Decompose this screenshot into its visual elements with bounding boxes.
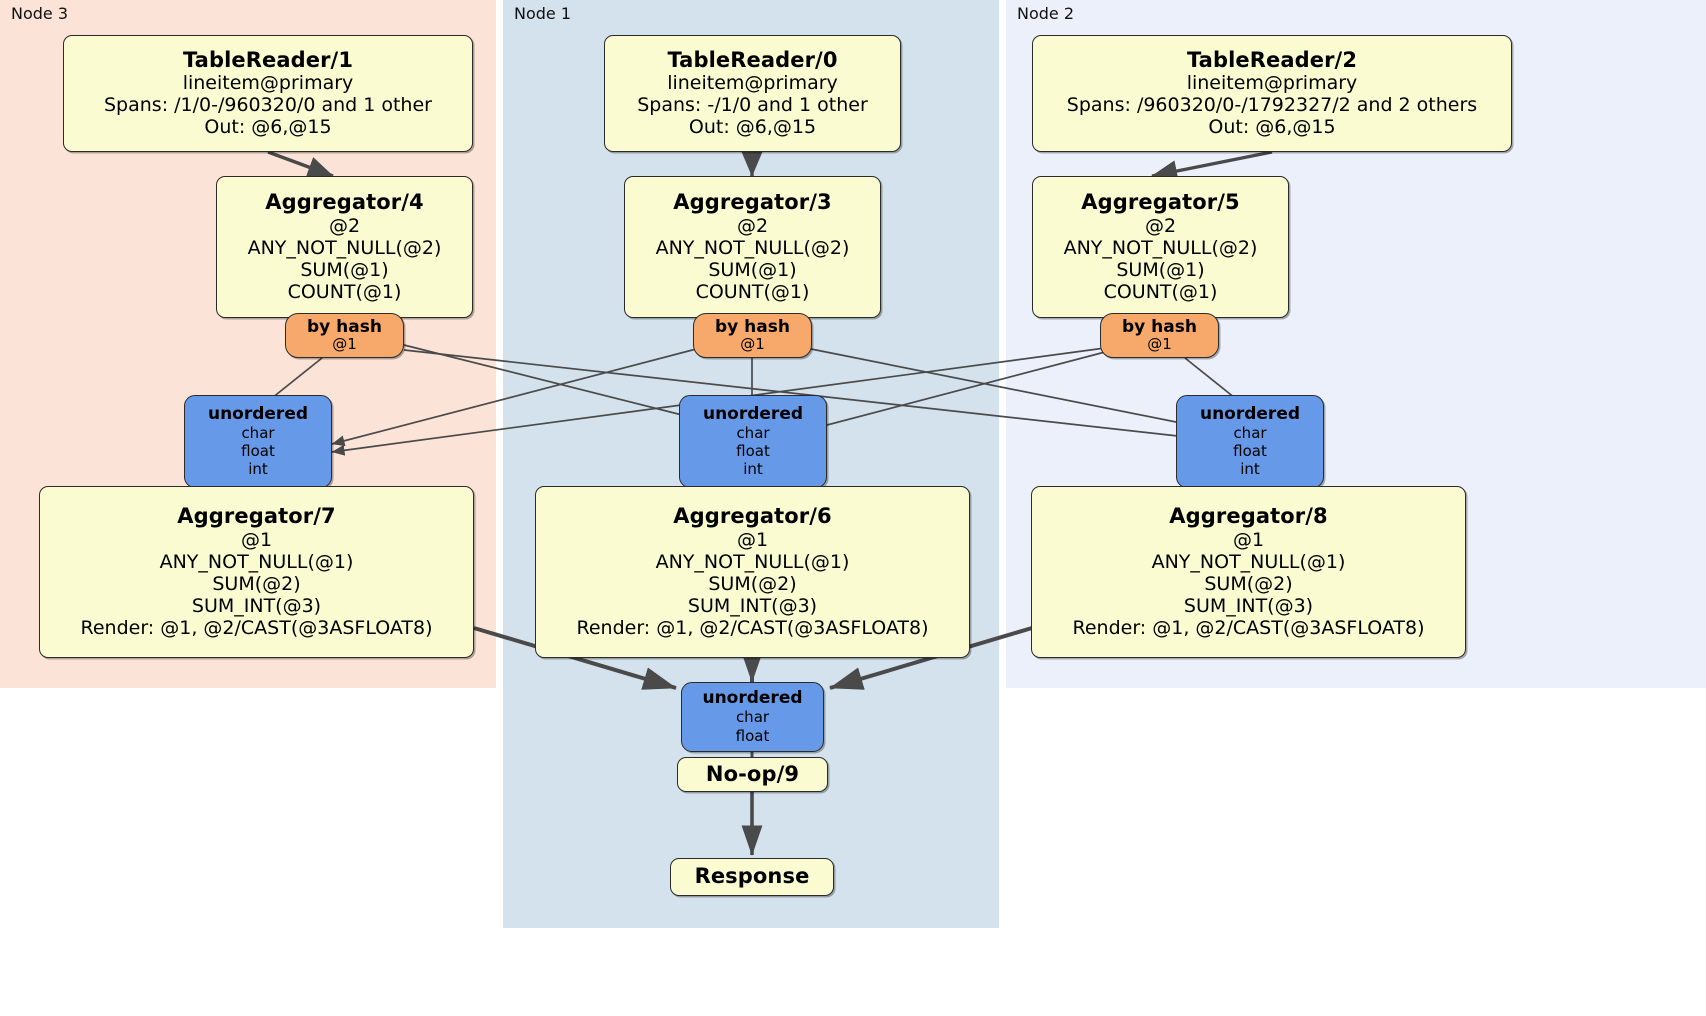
synchronizer-unordered-right[interactable]: unordered char float int bbox=[1176, 395, 1324, 488]
processor-tablereader-2[interactable]: TableReader/2 lineitem@primary Spans: /9… bbox=[1032, 35, 1512, 152]
processor-tablereader-1[interactable]: TableReader/1 lineitem@primary Spans: /1… bbox=[63, 35, 473, 152]
processor-line: Out: @6,@15 bbox=[1208, 116, 1336, 139]
processor-title: Aggregator/3 bbox=[673, 190, 832, 215]
processor-line: SUM(@2) bbox=[708, 572, 797, 595]
processor-line: ANY_NOT_NULL(@2) bbox=[1063, 236, 1258, 259]
synchronizer-line: float bbox=[736, 441, 770, 460]
processor-line: COUNT(@1) bbox=[695, 280, 810, 303]
processor-line: SUM_INT(@3) bbox=[1183, 594, 1314, 617]
processor-line: @2 bbox=[736, 214, 769, 237]
processor-line: Render: @1, @2/CAST(@3ASFLOAT8) bbox=[1072, 616, 1425, 639]
router-by-hash-center[interactable]: by hash @1 bbox=[693, 313, 812, 358]
synchronizer-line: float bbox=[1233, 441, 1267, 460]
processor-title: Aggregator/6 bbox=[673, 504, 832, 529]
processor-title: Response bbox=[694, 864, 810, 889]
processor-line: @2 bbox=[1144, 214, 1177, 237]
processor-title: Aggregator/4 bbox=[265, 190, 424, 215]
processor-aggregator-8[interactable]: Aggregator/8 @1 ANY_NOT_NULL(@1) SUM(@2)… bbox=[1031, 486, 1466, 658]
synchronizer-line: char bbox=[736, 423, 770, 442]
synchronizer-unordered-final[interactable]: unordered char float bbox=[681, 682, 824, 752]
node-label-node1: Node 1 bbox=[514, 4, 572, 23]
processor-line: ANY_NOT_NULL(@1) bbox=[655, 550, 850, 573]
router-by-hash-right[interactable]: by hash @1 bbox=[1100, 313, 1219, 358]
synchronizer-line: char bbox=[241, 423, 275, 442]
processor-line: Spans: /1/0-/960320/0 and 1 other bbox=[104, 94, 432, 117]
processor-line: COUNT(@1) bbox=[1103, 280, 1218, 303]
processor-title: Aggregator/5 bbox=[1081, 190, 1240, 215]
processor-line: ANY_NOT_NULL(@2) bbox=[247, 236, 442, 259]
processor-line: Spans: /960320/0-/1792327/2 and 2 others bbox=[1066, 94, 1478, 117]
processor-line: SUM_INT(@3) bbox=[687, 594, 818, 617]
processor-line: @2 bbox=[328, 214, 361, 237]
processor-line: SUM(@1) bbox=[300, 258, 389, 281]
processor-line: SUM_INT(@3) bbox=[191, 594, 322, 617]
synchronizer-line: float bbox=[241, 441, 275, 460]
synchronizer-line: char bbox=[735, 708, 770, 727]
node-label-node3: Node 3 bbox=[11, 4, 69, 23]
synchronizer-line: char bbox=[1233, 423, 1267, 442]
router-title: by hash bbox=[1122, 316, 1197, 337]
processor-aggregator-6[interactable]: Aggregator/6 @1 ANY_NOT_NULL(@1) SUM(@2)… bbox=[535, 486, 970, 658]
synchronizer-title: unordered bbox=[702, 403, 804, 424]
synchronizer-title: unordered bbox=[1199, 403, 1301, 424]
processor-line: Render: @1, @2/CAST(@3ASFLOAT8) bbox=[80, 616, 433, 639]
processor-line: Out: @6,@15 bbox=[688, 116, 817, 139]
processor-title: TableReader/2 bbox=[1186, 47, 1358, 72]
router-by-hash-left[interactable]: by hash @1 bbox=[285, 313, 404, 358]
processor-aggregator-3[interactable]: Aggregator/3 @2 ANY_NOT_NULL(@2) SUM(@1)… bbox=[624, 176, 881, 318]
router-line: @1 bbox=[740, 335, 765, 354]
processor-line: lineitem@primary bbox=[667, 72, 838, 95]
processor-title: Aggregator/8 bbox=[1169, 504, 1328, 529]
synchronizer-unordered-left[interactable]: unordered char float int bbox=[184, 395, 332, 488]
router-line: @1 bbox=[1147, 335, 1172, 354]
router-title: by hash bbox=[715, 316, 790, 337]
processor-line: @1 bbox=[240, 528, 273, 551]
processor-line: lineitem@primary bbox=[182, 72, 354, 95]
synchronizer-line: int bbox=[743, 460, 763, 479]
processor-line: ANY_NOT_NULL(@1) bbox=[159, 550, 354, 573]
router-line: @1 bbox=[332, 335, 357, 354]
processor-title: Aggregator/7 bbox=[177, 504, 336, 529]
processor-line: SUM(@1) bbox=[708, 258, 797, 281]
processor-tablereader-0[interactable]: TableReader/0 lineitem@primary Spans: -/… bbox=[604, 35, 901, 152]
processor-aggregator-7[interactable]: Aggregator/7 @1 ANY_NOT_NULL(@1) SUM(@2)… bbox=[39, 486, 474, 658]
processor-line: lineitem@primary bbox=[1186, 72, 1358, 95]
synchronizer-line: float bbox=[735, 726, 770, 745]
processor-line: Out: @6,@15 bbox=[204, 116, 332, 139]
synchronizer-unordered-center[interactable]: unordered char float int bbox=[679, 395, 827, 488]
processor-title: No-op/9 bbox=[705, 761, 800, 786]
node-label-node2: Node 2 bbox=[1017, 4, 1075, 23]
processor-line: ANY_NOT_NULL(@1) bbox=[1151, 550, 1346, 573]
processor-aggregator-4[interactable]: Aggregator/4 @2 ANY_NOT_NULL(@2) SUM(@1)… bbox=[216, 176, 473, 318]
processor-line: SUM(@1) bbox=[1116, 258, 1205, 281]
processor-title: TableReader/0 bbox=[667, 47, 838, 72]
processor-line: @1 bbox=[736, 528, 769, 551]
processor-noop-9[interactable]: No-op/9 bbox=[677, 757, 828, 792]
processor-line: SUM(@2) bbox=[1204, 572, 1293, 595]
synchronizer-title: unordered bbox=[702, 688, 803, 709]
synchronizer-line: int bbox=[1240, 460, 1260, 479]
processor-line: SUM(@2) bbox=[212, 572, 301, 595]
processor-line: @1 bbox=[1232, 528, 1265, 551]
processor-response[interactable]: Response bbox=[670, 858, 834, 896]
synchronizer-title: unordered bbox=[207, 403, 309, 424]
processor-line: Render: @1, @2/CAST(@3ASFLOAT8) bbox=[576, 616, 929, 639]
processor-aggregator-5[interactable]: Aggregator/5 @2 ANY_NOT_NULL(@2) SUM(@1)… bbox=[1032, 176, 1289, 318]
processor-line: COUNT(@1) bbox=[287, 280, 402, 303]
router-title: by hash bbox=[307, 316, 382, 337]
processor-title: TableReader/1 bbox=[182, 47, 354, 72]
processor-line: ANY_NOT_NULL(@2) bbox=[655, 236, 850, 259]
processor-line: Spans: -/1/0 and 1 other bbox=[637, 94, 868, 117]
synchronizer-line: int bbox=[248, 460, 268, 479]
